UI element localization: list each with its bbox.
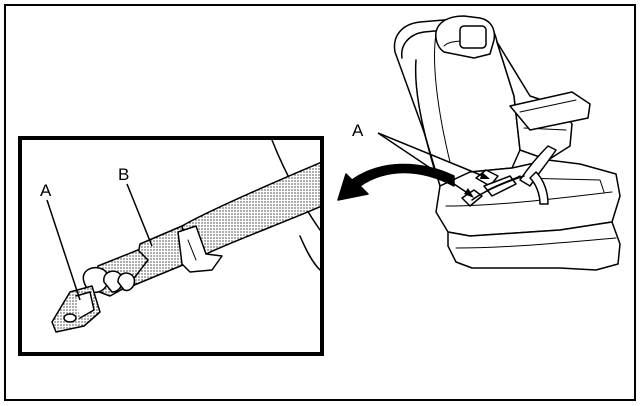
inset-label-a: A: [40, 181, 52, 200]
inset-leader-lines: [46, 183, 153, 301]
outer-frame: [4, 4, 636, 401]
seat-a-arrowheads: [464, 172, 490, 198]
curved-arrow-icon: [337, 163, 455, 201]
inset-detail: [51, 140, 320, 333]
seat-a-leader-lines: [377, 132, 489, 197]
seat-label-a: A: [352, 121, 364, 140]
rear-seat-illustration: [393, 15, 621, 271]
inset-label-b: B: [118, 165, 129, 184]
